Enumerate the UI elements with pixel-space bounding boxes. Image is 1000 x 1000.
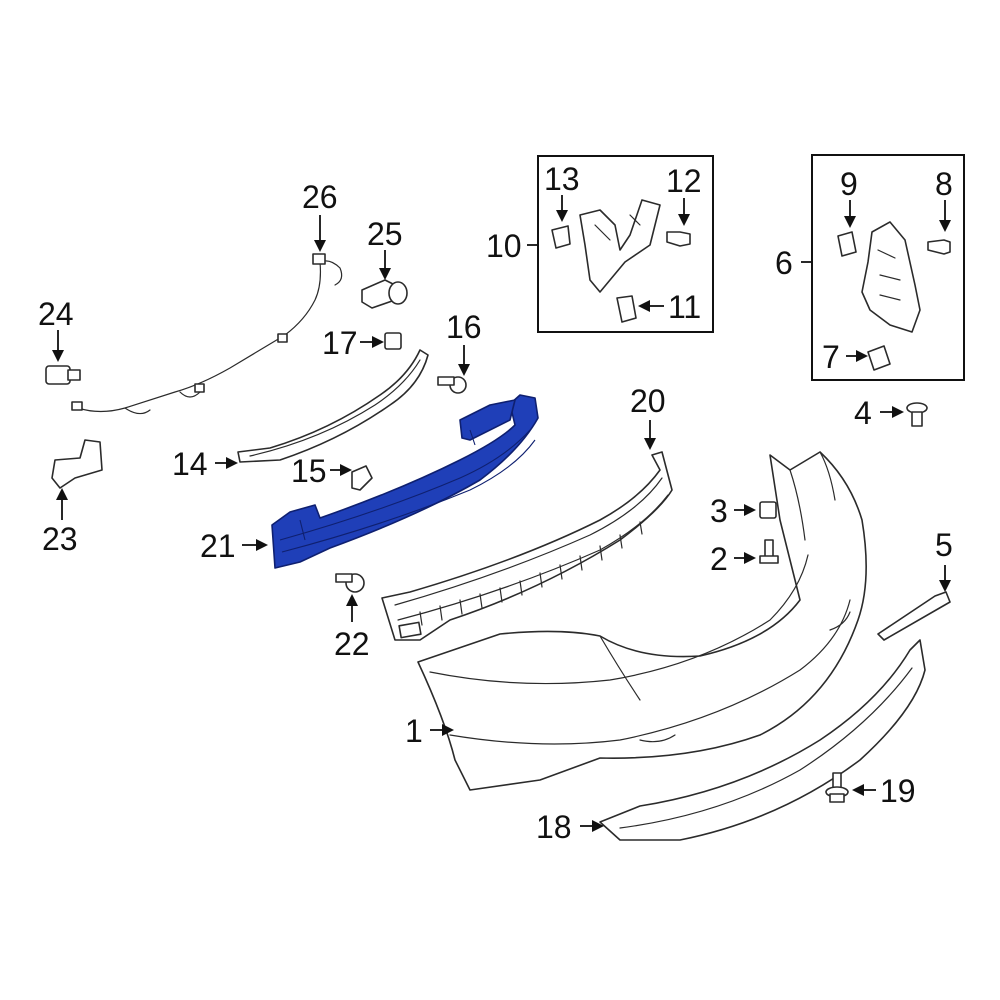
callout-7: 7	[822, 339, 840, 375]
callout-11: 11	[668, 289, 701, 325]
callout-22: 22	[334, 626, 370, 662]
callout-4: 4	[854, 395, 872, 431]
callout-2: 2	[710, 541, 728, 577]
callout-16: 16	[446, 309, 482, 345]
callout-14: 14	[172, 446, 208, 482]
callout-13: 13	[544, 161, 580, 197]
callout-10: 10	[486, 228, 522, 264]
callout-5: 5	[935, 527, 953, 563]
part-5-trim-strip	[877, 591, 951, 641]
part-23-bracket	[51, 439, 103, 489]
part-17-clip	[384, 332, 402, 350]
callout-17: 17	[322, 325, 358, 361]
part-25-park-sensor	[361, 279, 408, 309]
callout-3: 3	[710, 493, 728, 529]
part-1-bumper-cover	[417, 451, 867, 791]
callout-24: 24	[38, 296, 74, 332]
callout-23: 23	[42, 521, 78, 557]
part-4-push-pin	[906, 402, 928, 427]
callout-labels: 26 25 24 17 16 14 15 23 21 22 20 13 12 1…	[38, 161, 953, 845]
callout-15: 15	[291, 453, 327, 489]
callout-21: 21	[200, 528, 236, 564]
callout-12: 12	[666, 163, 702, 199]
callout-1: 1	[405, 713, 423, 749]
part-15-clip	[351, 465, 373, 491]
callout-6: 6	[775, 245, 793, 281]
callout-25: 25	[367, 216, 403, 252]
part-22-bolt	[335, 573, 365, 593]
callout-20: 20	[630, 383, 666, 419]
part-18-lower-valance	[599, 639, 926, 841]
part-26-wiring-harness	[71, 253, 343, 415]
part-14-bracket-strip	[237, 349, 429, 463]
group-box-10	[537, 155, 714, 333]
callout-8: 8	[935, 166, 953, 202]
part-21-reinforcement-beam	[271, 394, 539, 569]
callout-19: 19	[880, 773, 916, 809]
part-16-bolt	[437, 376, 467, 394]
part-2-bolt	[759, 539, 779, 564]
callout-18: 18	[536, 809, 572, 845]
leaders	[52, 195, 951, 832]
part-20-energy-absorber	[381, 451, 673, 641]
callout-9: 9	[840, 166, 858, 202]
group-box-6	[811, 154, 965, 381]
part-19-bolt	[825, 772, 849, 803]
callout-26: 26	[302, 179, 338, 215]
part-3-clip	[759, 501, 777, 519]
part-24-sensor	[45, 365, 81, 385]
